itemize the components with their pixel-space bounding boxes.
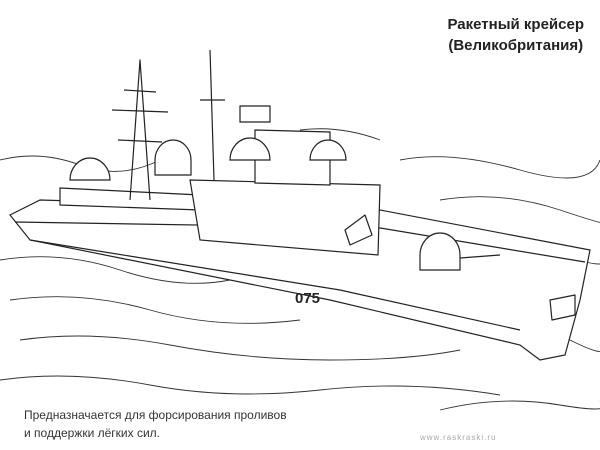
- gun-turret: [419, 232, 461, 271]
- emblem: [549, 294, 576, 321]
- title-line-1: Ракетный крейсер: [447, 16, 585, 33]
- page-title: Ракетный крейсер (Великобритания): [448, 14, 585, 56]
- ship: [9, 49, 591, 361]
- caption-line-1: Предназначается для форсирования проливо…: [24, 408, 287, 422]
- hull-number: 075: [295, 290, 320, 307]
- caption: Предназначается для форсирования проливо…: [24, 406, 287, 442]
- caption-line-2: и поддержки лёгких сил.: [24, 426, 160, 440]
- title-line-2: (Великобритания): [448, 37, 584, 54]
- watermark: www.raskraski.ru: [420, 433, 497, 442]
